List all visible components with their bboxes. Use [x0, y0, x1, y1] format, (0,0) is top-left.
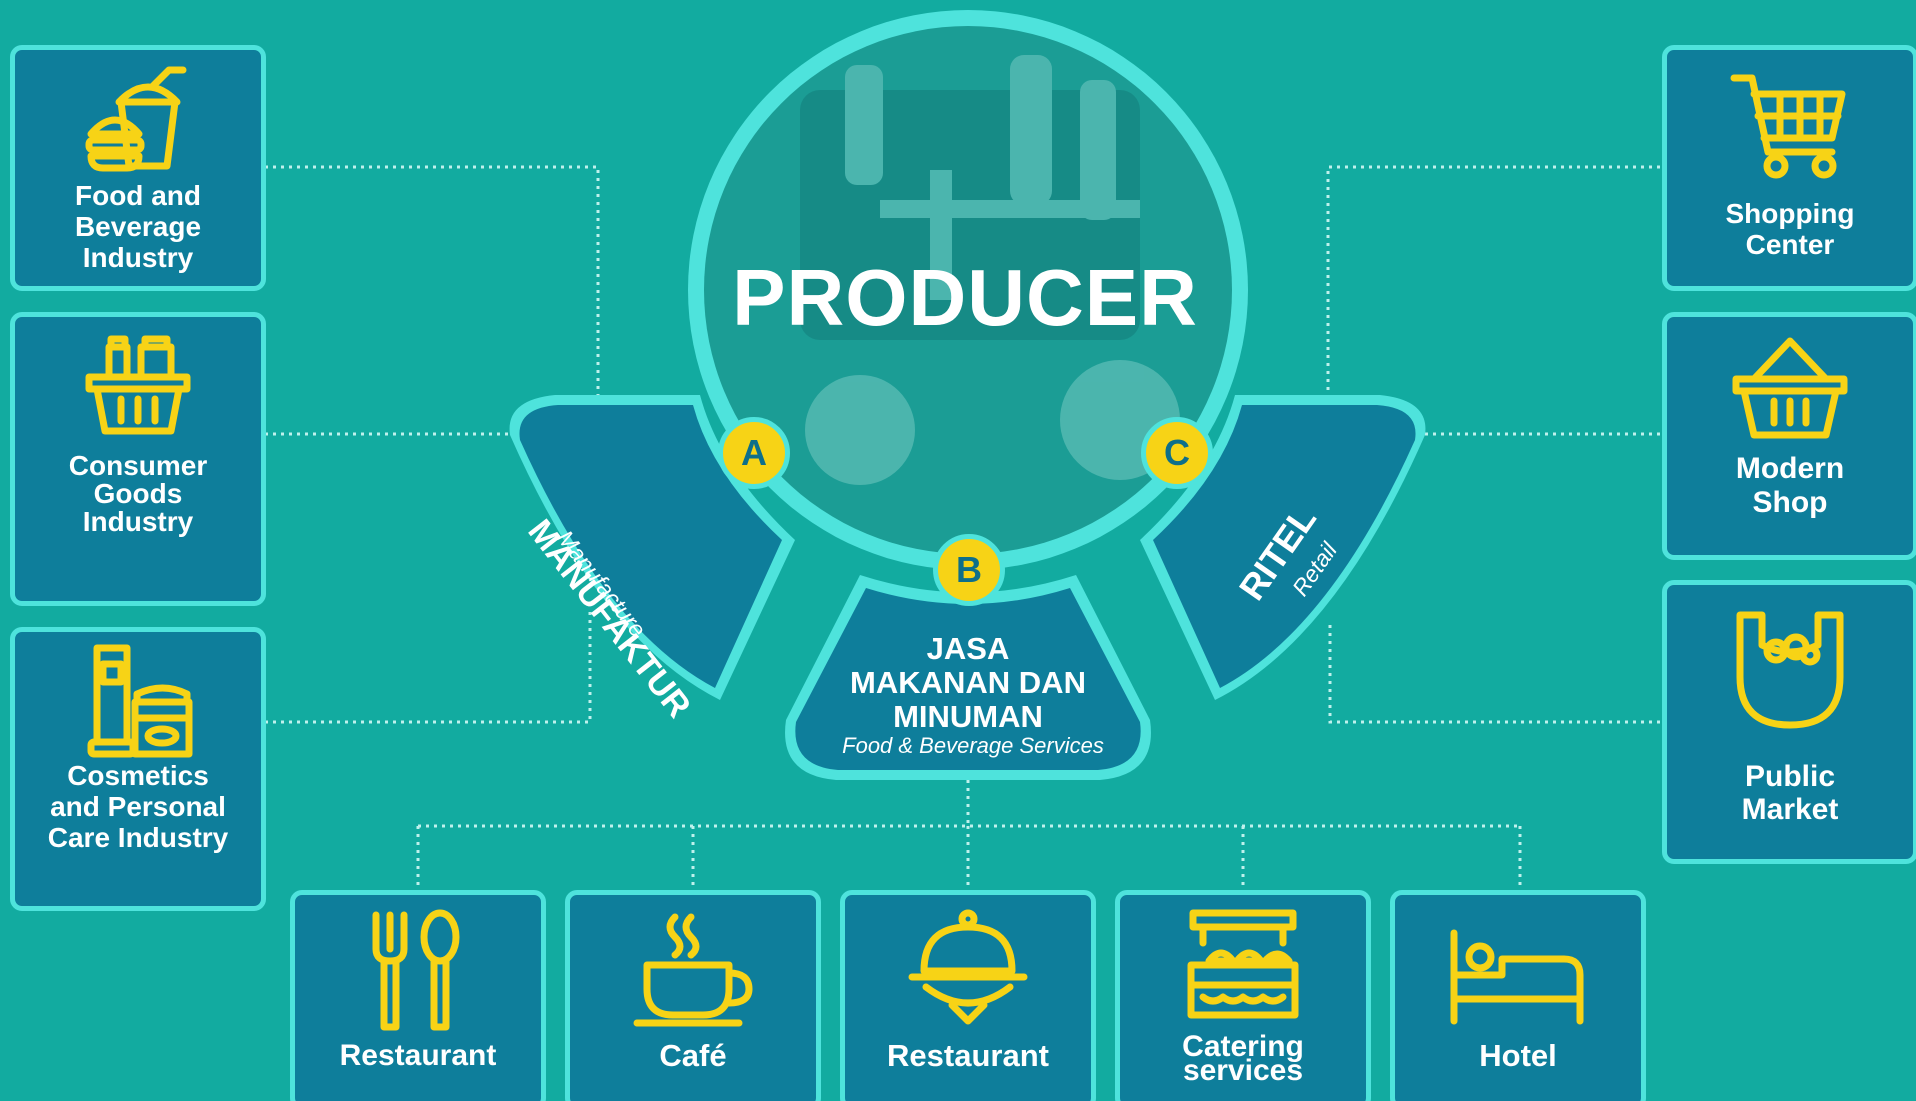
card-label-line: Food and — [75, 180, 201, 211]
cloche-icon — [908, 909, 1028, 1025]
card-shopping-center: Shopping Center — [1662, 45, 1916, 291]
buffet-icon — [1187, 909, 1299, 1019]
card-label: Café — [570, 1040, 816, 1071]
segment-b-subtitle: Food & Beverage Services — [842, 733, 1104, 758]
segment-b-title: JASA MAKANAN DAN MINUMAN — [808, 632, 1128, 734]
card-label: Hotel — [1395, 1040, 1641, 1071]
card-consumer-goods-industry: Consumer Goods Industry — [10, 312, 266, 606]
cosmetics-icon — [87, 644, 193, 758]
card-label-line: Shop — [1752, 486, 1828, 519]
footer-band — [0, 1062, 1916, 1101]
fork-spoon-icon — [372, 909, 460, 1031]
connector-bottom — [416, 780, 1522, 892]
basket-icon — [1732, 337, 1848, 439]
card-label-line: Hotel — [1479, 1038, 1557, 1073]
coffee-cup-icon — [633, 913, 753, 1027]
card-label-line: Restaurant — [887, 1038, 1049, 1073]
card-public-market: Public Market — [1662, 580, 1916, 864]
card-label-line: Cosmetics — [67, 760, 209, 791]
segment-a — [519, 405, 782, 688]
card-label-line: Café — [659, 1038, 727, 1073]
card-label-line: Catering — [1182, 1030, 1304, 1063]
card-label: Public Market — [1667, 760, 1913, 826]
card-label-line: Beverage — [74, 211, 202, 242]
card-label: Restaurant — [295, 1040, 541, 1071]
card-label-line: Industry — [82, 506, 194, 537]
connector-public-market — [1328, 620, 1660, 724]
card-food-beverage-industry: Food and Beverage Industry — [10, 45, 266, 291]
card-label-line: Market — [1741, 793, 1839, 826]
card-label: Shopping Center — [1667, 198, 1913, 260]
card-label: Modern Shop — [1667, 452, 1913, 520]
card-hotel: Hotel — [1390, 890, 1646, 1101]
burger-drink-icon — [85, 66, 187, 172]
segment-b-title-line: JASA — [926, 631, 1010, 666]
card-label-line: Care Industry — [47, 822, 229, 853]
card-catering-services: Catering services — [1115, 890, 1371, 1101]
card-label: Food and Beverage Industry — [15, 180, 261, 273]
connector-cosmetics — [265, 610, 592, 724]
card-label-line: Restaurant — [339, 1039, 497, 1072]
card-label-line: Center — [1745, 229, 1835, 260]
connector-shopping-center — [1326, 165, 1660, 430]
segment-b-title-line: MINUMAN — [893, 699, 1043, 734]
card-label-line: services — [1182, 1054, 1304, 1087]
shopping-cart-icon — [1730, 74, 1846, 179]
card-restaurant: Restaurant — [290, 890, 546, 1101]
card-label-line: Public — [1744, 760, 1835, 793]
grocery-basket-icon — [85, 335, 191, 435]
segment-b — [795, 588, 1141, 770]
card-label: Consumer Goods Industry — [15, 452, 261, 536]
card-label-line: Consumer — [68, 450, 208, 481]
card-restaurant-service: Restaurant — [840, 890, 1096, 1101]
bed-icon — [1450, 929, 1584, 1025]
card-cafe: Café — [565, 890, 821, 1101]
producer-title: PRODUCER — [732, 253, 1198, 342]
card-label: Cosmetics and Personal Care Industry — [15, 760, 261, 853]
badge-a: A — [718, 417, 790, 489]
connector-lines — [265, 165, 1660, 892]
card-label: Restaurant — [845, 1040, 1091, 1071]
card-label: Catering services — [1120, 1030, 1366, 1087]
card-label-line: Modern — [1735, 452, 1845, 485]
market-bag-icon — [1736, 611, 1844, 729]
card-label-line: Goods — [93, 478, 183, 509]
connector-food-beverage — [265, 165, 600, 430]
producer-circle — [704, 26, 1232, 554]
segment-b-title-line: MAKANAN DAN — [850, 665, 1086, 700]
segment-c — [1153, 405, 1416, 688]
card-label-line: and Personal — [50, 791, 226, 822]
badge-c: C — [1141, 417, 1213, 489]
card-cosmetics-personal-care-industry: Cosmetics and Personal Care Industry — [10, 627, 266, 911]
card-modern-shop: Modern Shop — [1662, 312, 1916, 560]
factory-photo-shapes — [800, 55, 1180, 485]
badge-b: B — [933, 534, 1005, 606]
card-label-line: Shopping — [1725, 198, 1855, 229]
card-label-line: Industry — [82, 242, 194, 273]
